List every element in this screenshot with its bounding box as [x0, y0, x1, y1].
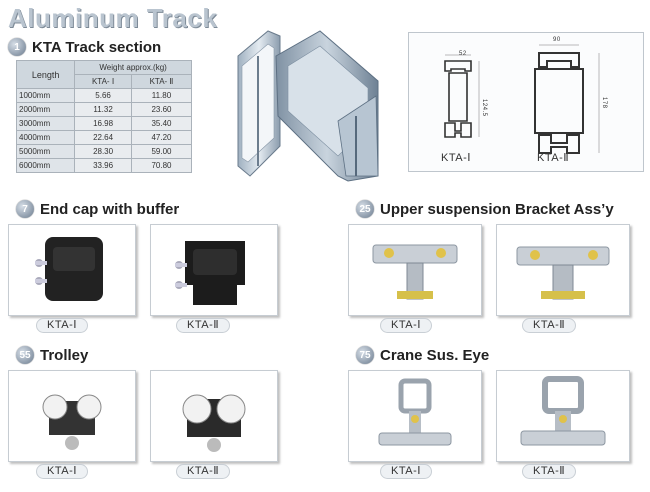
- weight-table: Length Weight approx.(kg) KTA- Ⅰ KTA- Ⅱ …: [15, 60, 193, 173]
- table-cell: 35.40: [130, 116, 193, 131]
- table-cell: 28.30: [74, 144, 132, 159]
- table-cell: 4000mm: [15, 130, 76, 145]
- section-badge: 55: [16, 346, 34, 364]
- table-header-kta2: KTA- Ⅱ: [130, 74, 193, 89]
- kta1-profile-label: KTA-Ⅰ: [441, 152, 471, 164]
- table-cell: 1000mm: [15, 88, 76, 103]
- table-cell: 5.66: [74, 88, 132, 103]
- endcap-kta2-label: KTA-Ⅱ: [176, 318, 231, 333]
- table-cell: 47.20: [130, 130, 193, 145]
- section-badge: 1: [8, 38, 26, 56]
- section-bracket-header: 25 Upper suspension Bracket Ass’y: [356, 200, 614, 218]
- bracket-kta1-photo: [348, 224, 482, 316]
- kta2-height-dimension: 178: [601, 97, 607, 109]
- crane-kta1-photo: [348, 370, 482, 462]
- table-cell: 59.00: [130, 144, 193, 159]
- page-title: Aluminum Track: [8, 3, 218, 33]
- trolley-kta1-label: KTA-Ⅰ: [36, 464, 88, 479]
- table-cell: 22.64: [74, 130, 132, 145]
- bracket-image: [516, 246, 610, 300]
- endcap-kta1-label: KTA-Ⅰ: [36, 318, 88, 333]
- crane-kta2-label: KTA-Ⅱ: [522, 464, 577, 479]
- kta1-width-dimension: 52: [459, 51, 467, 57]
- crane-kta2-photo: [496, 370, 630, 462]
- kta2-profile-label: KTA-Ⅱ: [537, 152, 570, 164]
- endcap-kta1-photo: [8, 224, 136, 316]
- table-header-kta1: KTA- Ⅰ: [74, 74, 132, 89]
- section-endcap-header: 7 End cap with buffer: [16, 200, 179, 218]
- section-trolley-header: 55 Trolley: [16, 346, 88, 364]
- bracket-kta1-label: KTA-Ⅰ: [380, 318, 432, 333]
- table-cell: 5000mm: [15, 144, 76, 159]
- section-crane-header: 75 Crane Sus. Eye: [356, 346, 489, 364]
- table-cell: 11.32: [74, 102, 132, 117]
- table-cell: 2000mm: [15, 102, 76, 117]
- section-title: KTA Track section: [32, 38, 162, 56]
- table-cell: 33.96: [74, 158, 132, 173]
- bracket-kta2-photo: [496, 224, 630, 316]
- trolley-image: [42, 394, 102, 450]
- section-title: Trolley: [40, 346, 89, 364]
- section-title: End cap with buffer: [40, 200, 180, 218]
- endcap-kta2-photo: [150, 224, 278, 316]
- table-cell: 23.60: [130, 102, 193, 117]
- trolley-kta2-photo: [150, 370, 278, 462]
- table-cell: 6000mm: [15, 158, 76, 173]
- table-cell: 3000mm: [15, 116, 76, 131]
- section-badge: 75: [356, 346, 374, 364]
- bracket-kta2-label: KTA-Ⅱ: [522, 318, 577, 333]
- table-header-weight: Weight approx.(kg): [74, 60, 192, 75]
- crane-eye-image: [378, 378, 452, 446]
- table-cell: 16.98: [74, 116, 132, 131]
- section-badge: 7: [16, 200, 34, 218]
- track-extrusion-image: [237, 30, 379, 182]
- kta2-width-dimension: 90: [553, 37, 561, 43]
- trolley-kta1-photo: [8, 370, 136, 462]
- kta1-height-dimension: 124.5: [481, 99, 487, 117]
- section-title: Upper suspension Bracket Ass’y: [380, 200, 614, 218]
- table-cell: 70.80: [130, 158, 193, 173]
- section-title: Crane Sus. Eye: [380, 346, 490, 364]
- crane-kta1-label: KTA-Ⅰ: [380, 464, 432, 479]
- table-cell: 11.80: [130, 88, 193, 103]
- trolley-image: [182, 394, 246, 452]
- kta1-profile-drawing: [444, 44, 600, 154]
- section-badge: 25: [356, 200, 374, 218]
- trolley-kta2-label: KTA-Ⅱ: [176, 464, 231, 479]
- section-track-header: 1 KTA Track section: [8, 38, 161, 56]
- endcap-image: [175, 241, 245, 305]
- bracket-image: [372, 244, 458, 300]
- dimension-drawing-panel: 52 124.5 90 178 KTA-Ⅰ KTA-Ⅱ: [408, 32, 644, 172]
- table-header-length: Length: [15, 60, 76, 89]
- crane-eye-image: [520, 376, 606, 446]
- endcap-image: [35, 237, 103, 301]
